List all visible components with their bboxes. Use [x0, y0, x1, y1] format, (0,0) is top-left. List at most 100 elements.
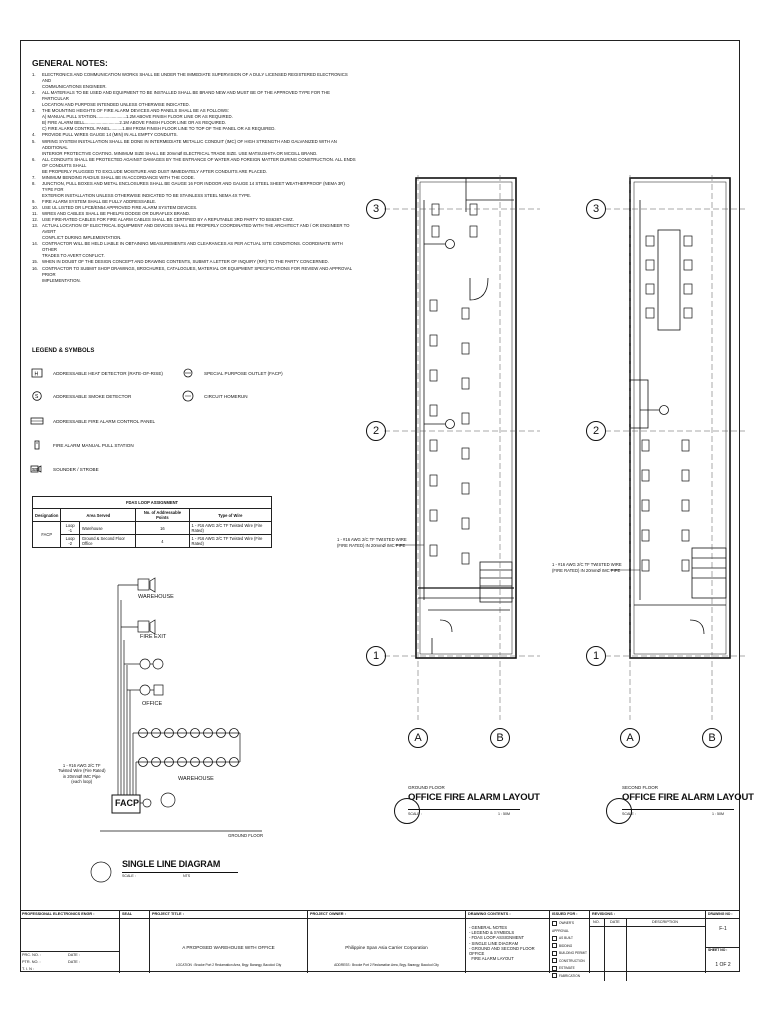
- workstation-icon: [461, 342, 470, 355]
- facp-icon: [30, 416, 44, 426]
- note-number: 2.: [32, 90, 36, 96]
- sheet-no-header: SHEET NO :: [708, 948, 728, 952]
- chair-icon: [683, 307, 693, 319]
- title-block: PROFESSIONAL ELECTRONICS ENGR : PRC. NO.…: [20, 910, 740, 981]
- workstation-icon: [681, 559, 690, 572]
- general-note-item: 3.THE MOUNTING HEIGHTS OF FIRE ALARM DEV…: [32, 108, 357, 132]
- chair-icon: [683, 283, 693, 295]
- smoke-detector-icon: [151, 728, 161, 738]
- note-number: 13.: [32, 223, 38, 229]
- legend-item-pull-station: FIRE ALARM MANUAL PULL STATION: [30, 440, 134, 450]
- fdas-loop-table: FDAS LOOP ASSIGNMENT Designation Area Se…: [31, 496, 273, 548]
- note-number: 16.: [32, 265, 38, 271]
- note-line: (FIRE RATED) IN 20mmØ IMC PIPE: [337, 542, 406, 548]
- workstation-icon: [641, 499, 650, 512]
- note-line: in 20mmØ IMC Pipe: [62, 773, 101, 779]
- grid-bubble-row-3: 3: [586, 199, 606, 219]
- checkbox-icon: [552, 973, 557, 979]
- sounder-strobe-icon: SS: [30, 464, 44, 474]
- workstation-icon: [641, 469, 650, 482]
- workstation-icon: [461, 307, 470, 320]
- chair-icon: [645, 307, 655, 319]
- workstation-icon: [429, 404, 438, 417]
- note-line: WHEN IN DOUBT OF THE DESIGN CONCEPT AND …: [42, 259, 329, 265]
- general-note-item: 13. ACTUAL LOCATION OF ELECTRICAL EQUIPME…: [32, 223, 357, 241]
- note-line: USE UL LISTED OR LPCB/EN54 APPROVED FIRE…: [42, 205, 198, 211]
- seal-header: SEAL: [120, 911, 149, 919]
- note-number: 10.: [32, 205, 38, 211]
- grid-bubble-row-2: 2: [366, 421, 386, 441]
- drawing-no-header: DRAWING NO :: [706, 911, 740, 919]
- contents-item: - GENERAL NOTES: [469, 925, 508, 930]
- sld-scale-label: SCALE :: [122, 874, 136, 878]
- note-number: 15.: [32, 259, 38, 265]
- divider: [604, 919, 605, 981]
- table-cell: Ground & Second Floor Office: [78, 534, 137, 548]
- single-line-devices: [138, 728, 239, 767]
- title-bubble: [606, 798, 632, 824]
- single-line-diagram: [90, 577, 262, 883]
- smoke-detector-icon: [445, 239, 455, 249]
- revisions-header: REVISIONS :: [590, 911, 705, 919]
- note-line: CONFLICT DURING IMPLEMENTATION.: [42, 235, 122, 241]
- chair-icon: [645, 235, 655, 247]
- sld-label-warehouse: WAREHOUSE: [178, 776, 214, 782]
- grid-bubble-row-2: 2: [586, 421, 606, 441]
- workstation-icon: [461, 482, 470, 495]
- checkbox-icon: [552, 950, 557, 956]
- note-line: (FIRE RATED) IN 20mmØ IMC PIPE: [552, 567, 621, 573]
- single-line-title: SINGLE LINE DIAGRAM: [122, 859, 221, 869]
- sld-wire-note: 1 - #16 AWG 2/C TF Twisted Wire (Fire Ra…: [58, 763, 105, 785]
- table-row: Loop -2 Ground & Second Floor Office 4 1…: [33, 534, 273, 548]
- svg-text:S: S: [35, 394, 39, 400]
- issued-for-item: FABRICATION: [552, 973, 589, 981]
- general-notes-list: 1.ELECTRONICS AND COMMUNICATION WORKS SH…: [32, 72, 357, 284]
- smoke-detector-icon: [138, 728, 148, 738]
- table-cell: Loop -2: [60, 534, 80, 548]
- workstation-icon: [461, 517, 470, 530]
- legend-title: LEGEND & SYMBOLS: [32, 348, 95, 354]
- workstation-icon: [641, 439, 650, 452]
- issued-for-item: AS BUILT: [552, 935, 589, 943]
- note-number: 8.: [32, 180, 36, 186]
- project-title-cell: PROJECT TITLE : A PROPOSED WAREHOUSE WIT…: [150, 911, 308, 973]
- legend-label: FIRE ALARM MANUAL PULL STATION: [53, 442, 134, 448]
- legend-item-smoke-detector: S ADDRESSABLE SMOKE DETECTOR: [30, 391, 131, 401]
- contents-item: - SINGLE LINE DIAGRAM: [469, 940, 519, 946]
- grid-bubble-col-b: B: [490, 728, 510, 748]
- legend-label: CIRCUIT HOMERUN: [204, 393, 248, 399]
- workstation-icon: [429, 509, 438, 522]
- date-label: DATE :: [68, 953, 80, 957]
- grid-bubble-row-1: 1: [586, 646, 606, 666]
- legend-label: ADDRESSABLE HEAT DETECTOR (RATE-OF-RISE): [53, 370, 163, 376]
- grid-bubble-row-3: 3: [366, 199, 386, 219]
- issued-for-header: ISSUED FOR :: [550, 911, 589, 919]
- issued-for-item: CONSTRUCTION: [552, 958, 589, 966]
- general-note-item: 12.USE FIRE-RATED CABLES FOR FIRE ALARM …: [32, 217, 357, 223]
- general-note-item: 7.MINIMUM BENDING RADIUS SHALL BE IN ACC…: [32, 175, 357, 181]
- general-note-item: 1.ELECTRONICS AND COMMUNICATION WORKS SH…: [32, 72, 357, 90]
- smoke-detector-icon: S: [30, 391, 44, 401]
- checkbox-icon: [552, 965, 557, 971]
- general-note-item: 15. WHEN IN DOUBT OF THE DESIGN CONCEPT A…: [32, 259, 357, 265]
- note-line: IMPLEMENTATION.: [42, 277, 81, 283]
- smoke-detector-icon: [203, 757, 213, 767]
- note-number: 11.: [32, 211, 38, 217]
- smoke-detector-icon: [659, 405, 669, 415]
- issued-for-item: ESTIMATE: [552, 965, 589, 973]
- workstation-icon: [681, 529, 690, 542]
- legend-item-facp: ADDRESSABLE FIRE ALARM CONTROL PANEL: [30, 416, 155, 426]
- note-line: JUNCTION, PULL BOXES AND METAL ENCLOSURE…: [42, 180, 345, 192]
- note-line: A) MANUAL PULL STATION..................…: [42, 114, 233, 120]
- note-line: ACTUAL LOCATION OF ELECTRICAL EQUIPMENT …: [42, 223, 350, 235]
- note-number: 3.: [32, 108, 36, 114]
- grid-bubble-col-b: B: [702, 728, 722, 748]
- general-note-item: 10. USE UL LISTED OR LPCB/EN54 APPROVED F…: [32, 205, 357, 211]
- smoke-detector-icon: [177, 757, 187, 767]
- heat-detector-icon: H: [30, 368, 44, 378]
- table-row: FACP Loop -1 Warehouse 16 1 - #16 AWG 2/…: [31, 521, 273, 548]
- note-line: 1 - #16 AWG 2/C TF: [62, 763, 101, 768]
- divider: [20, 951, 119, 952]
